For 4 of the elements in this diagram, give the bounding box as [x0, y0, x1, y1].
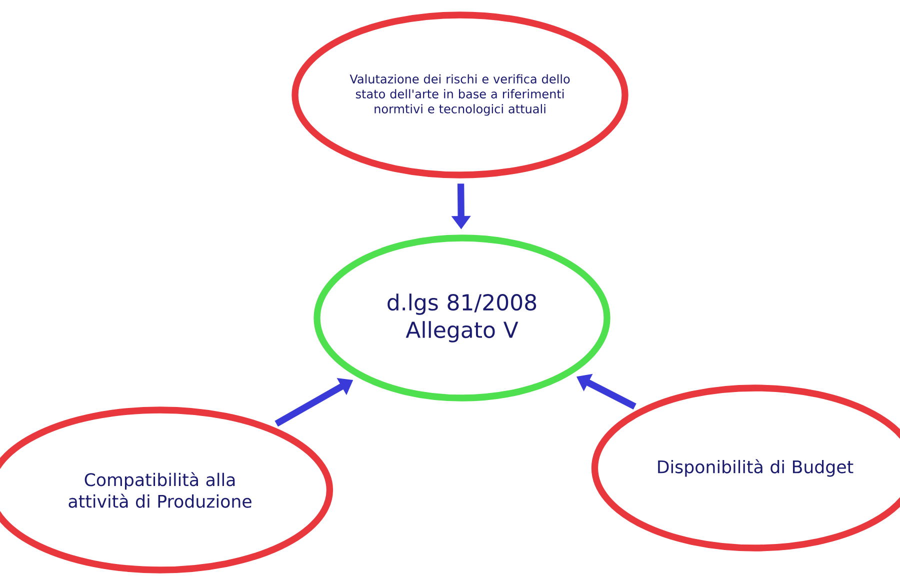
ring-node: Disponibilità di Budget	[591, 384, 900, 552]
ring-node: Compatibilità alla attività di Produzione	[0, 406, 334, 574]
ring-node: Valutazione dei rischi e verifica dello stato dell'arte in base a riferimenti normtivi e tecnologici attuali	[292, 12, 628, 178]
ring-node: d.lgs 81/2008 Allegato V	[314, 234, 610, 402]
